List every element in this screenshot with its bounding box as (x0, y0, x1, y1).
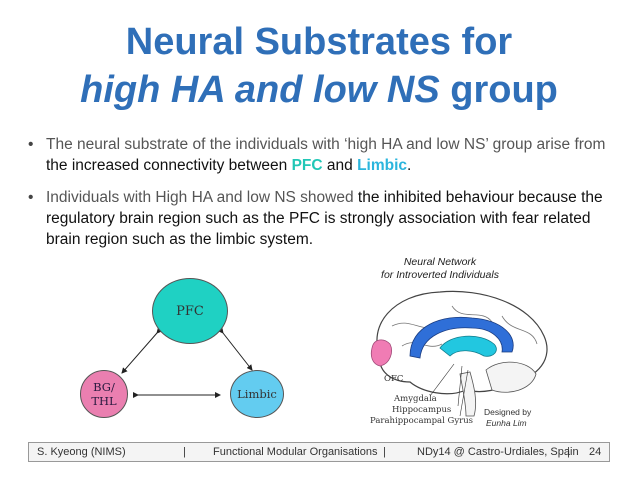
bullet-2-text-b: the inhibited behaviour because the regu… (46, 189, 603, 248)
leader-hippocampus (457, 365, 463, 407)
connectivity-diagram: PFC BG/THL Limbic (80, 278, 310, 428)
title-italic-part: high HA and low NS (80, 69, 440, 111)
leader-parahippocampal (459, 369, 469, 417)
bullet-2-text-a: Individuals with High HA and low NS show… (46, 189, 358, 206)
bullet-marker: • (28, 136, 34, 153)
bullet-1-pfc: PFC (291, 157, 323, 174)
bullet-1-and: and (322, 157, 358, 174)
brain-title-line2: for Introverted Individuals (381, 269, 499, 281)
bg-thl-label-2: THL (91, 394, 117, 408)
bullet-1: • The neural substrate of the individual… (28, 134, 606, 176)
cerebellum (485, 361, 537, 393)
parahippocampal-label: Parahippocampal Gyrus (370, 416, 474, 426)
acc-region (409, 316, 514, 359)
credit-line2: Eunha Lim (486, 418, 527, 428)
footer-separator: | (383, 446, 386, 458)
brain-illustration: ACC (370, 290, 548, 417)
amygdala-label: Amygdala (394, 394, 437, 404)
arrow-pfc-bg (121, 327, 163, 374)
bg-thl-node: BG/THL (80, 370, 128, 418)
bullet-2: • Individuals with High HA and low NS sh… (28, 187, 606, 250)
brain-gyri (391, 305, 538, 347)
pfc-node: PFC (152, 278, 228, 344)
slide-title-line2: high HA and low NS group (0, 68, 638, 112)
leader-amygdala (429, 363, 455, 397)
bg-thl-label-1: BG/ (93, 380, 115, 394)
bullet-1-text-a: The neural substrate of the individuals … (46, 136, 606, 153)
arrow-pfc-limbic (217, 327, 253, 371)
hippocampus-label: Hippocampus (392, 405, 452, 415)
pfc-node-label: PFC (176, 303, 204, 319)
footer-page-number: 24 (589, 446, 602, 458)
limbic-node: Limbic (230, 370, 284, 418)
slide-title-line1: Neural Substrates for (125, 21, 513, 63)
bullet-1-limbic: Limbic (357, 157, 408, 174)
hippocampus-region (439, 335, 497, 357)
footer-topic: Functional Modular Organisations (213, 446, 378, 458)
title-rest-part: group (439, 69, 558, 111)
bullet-1-text-b: the increased connectivity between (46, 157, 292, 174)
limbic-node-label: Limbic (237, 387, 277, 401)
brain-title-line1: Neural Network (403, 256, 477, 268)
footer-author: S. Kyeong (NIMS) (37, 446, 126, 458)
footer-venue: NDy14 @ Castro-Urdiales, Spain (417, 446, 579, 458)
brain-figure-title: Neural Network for Introverted Individua… (340, 256, 540, 282)
bullet-1-end: . (407, 157, 412, 174)
slide-footer: S. Kyeong (NIMS) | Functional Modular Or… (28, 442, 610, 462)
footer-separator: | (567, 446, 570, 458)
bullet-marker: • (28, 189, 34, 206)
credit-line1: Designed by (484, 407, 532, 417)
brain-stem (459, 371, 477, 417)
footer-separator: | (183, 446, 186, 458)
diagram-arrows (121, 327, 253, 398)
ofc-label: OFC (384, 374, 404, 384)
ofc-region (370, 339, 392, 367)
